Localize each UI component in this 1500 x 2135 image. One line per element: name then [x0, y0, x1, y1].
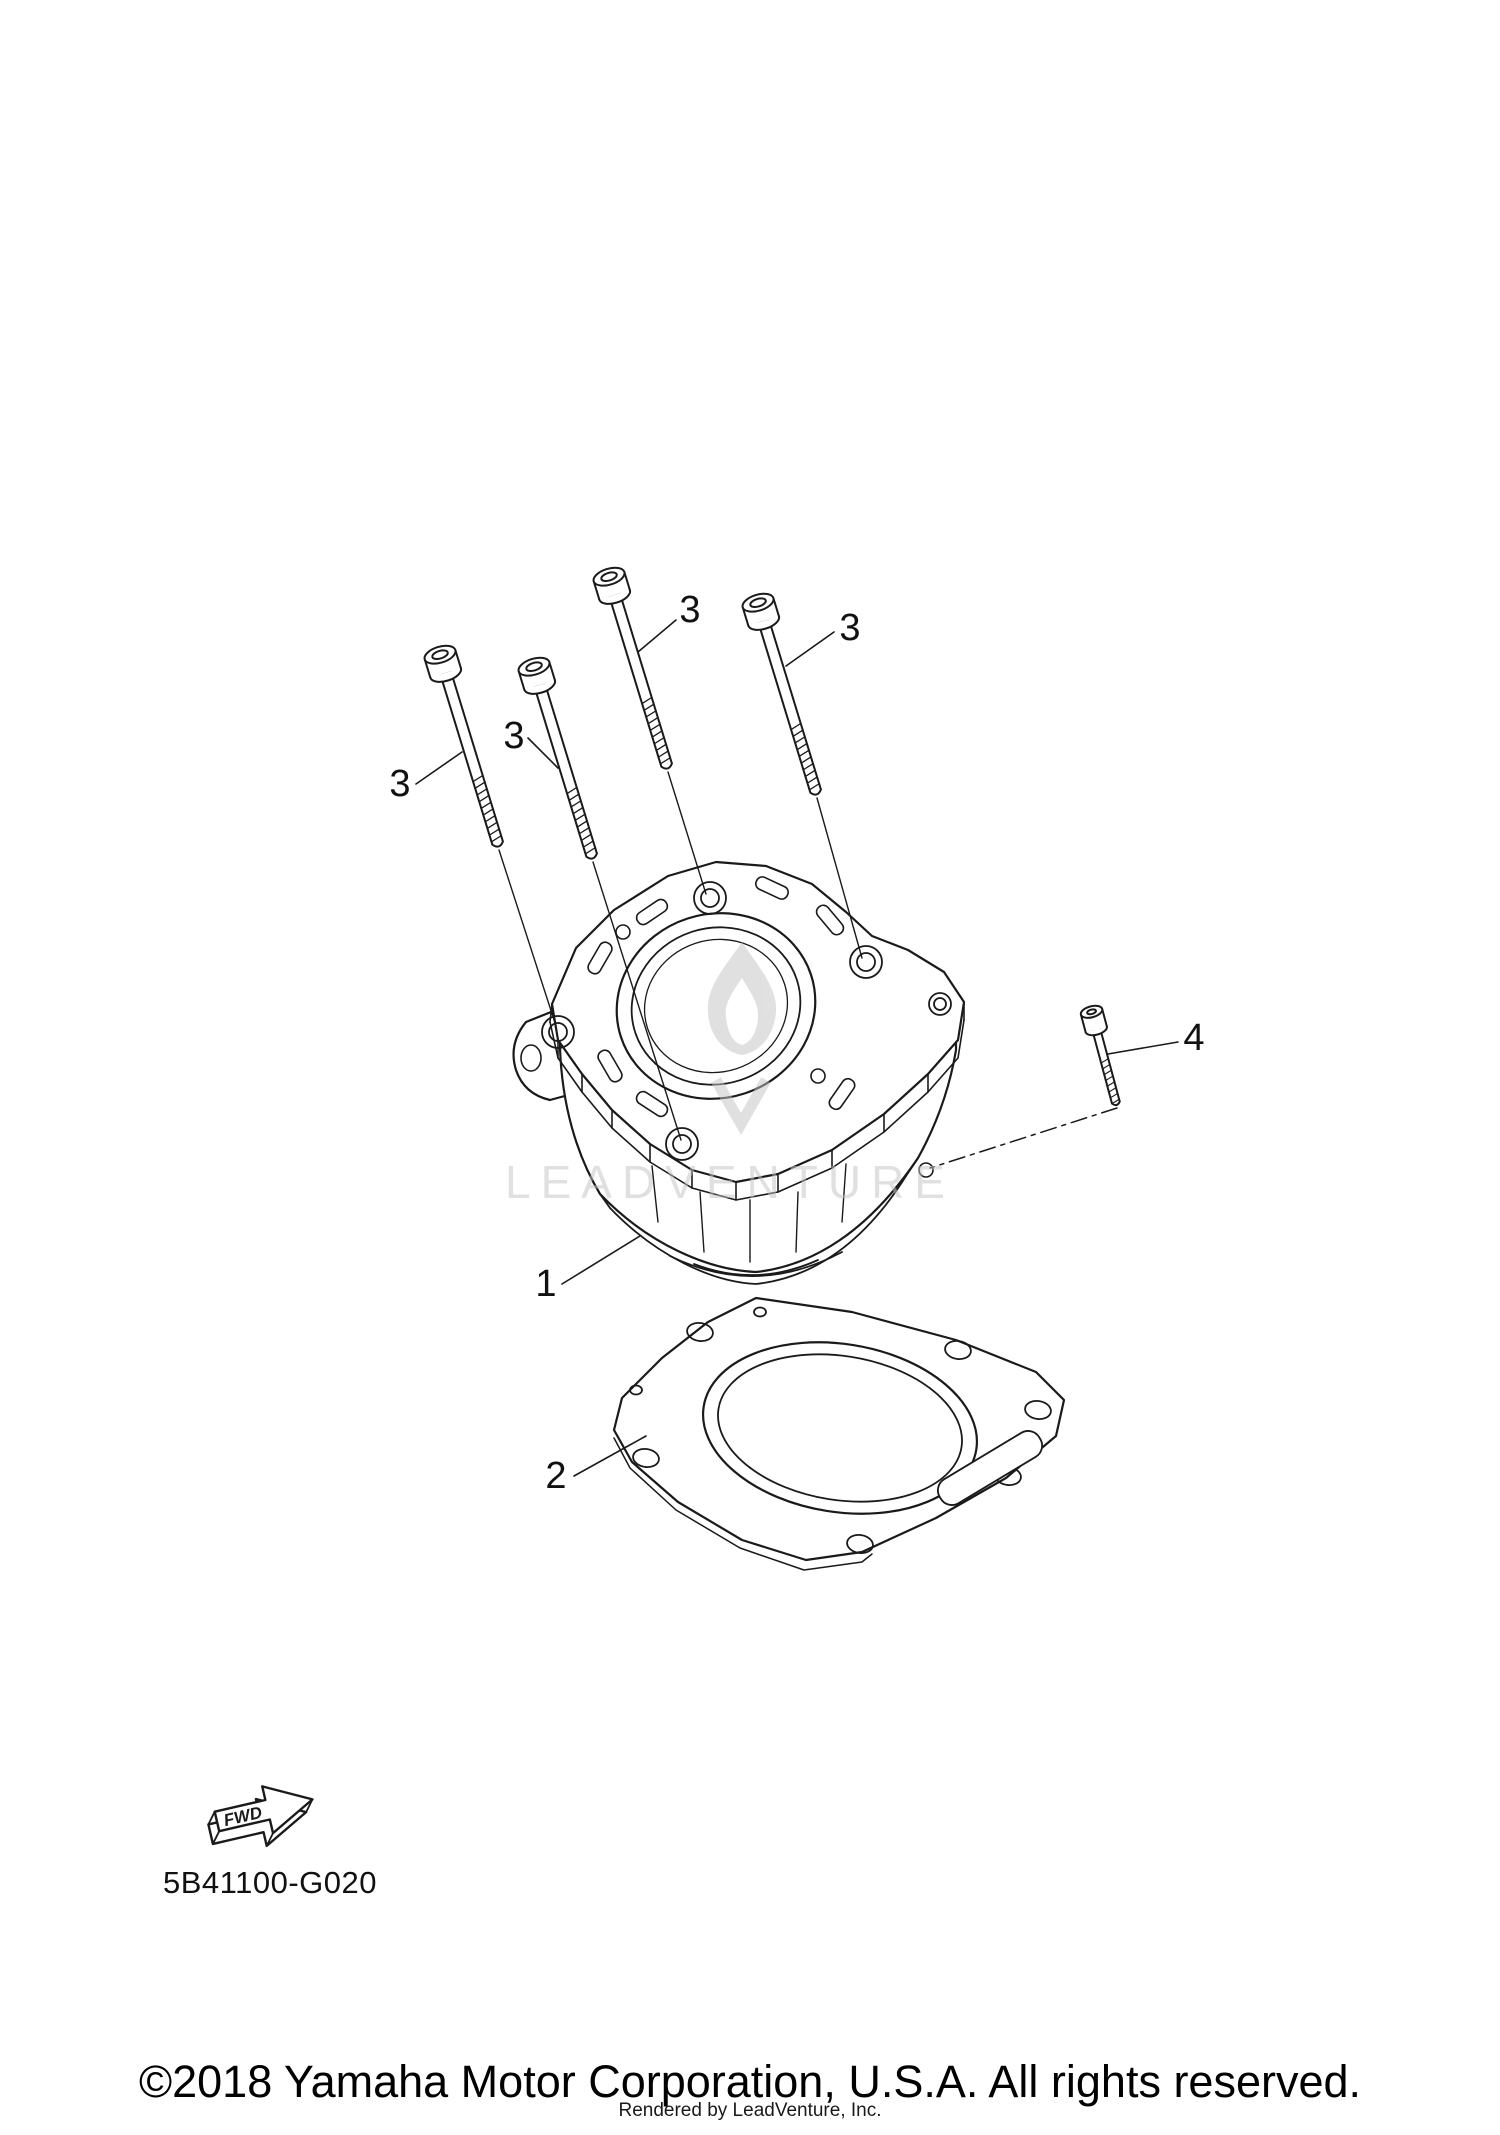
- diagram-part-code: 5B41100-G020: [163, 1865, 377, 1900]
- callout-bolt: 4: [1183, 1017, 1204, 1059]
- stud-bolt-3c: [590, 563, 684, 775]
- cylinder-base: [599, 1157, 919, 1285]
- callout-stud-a: 3: [389, 763, 410, 805]
- flame-icon-inner: [725, 978, 759, 1045]
- cylinder-ribs: [651, 1163, 847, 1263]
- render-credit-text: Rendered by LeadVenture, Inc.: [618, 2100, 882, 2121]
- gasket-bore: [701, 1341, 979, 1515]
- stud-bolt-3d: [739, 589, 833, 801]
- gasket-cam-slot: [937, 1430, 1043, 1506]
- bolt-part-4: [1078, 1002, 1129, 1109]
- fwd-arrow: FWD: [207, 1785, 314, 1848]
- stud-holes: [541, 881, 952, 1161]
- stud-bolt-3a: [421, 641, 515, 853]
- cylinder-flange-edge: [549, 1001, 965, 1201]
- cylinder-part: [512, 860, 966, 1285]
- bolt-centerline: [929, 1107, 1118, 1169]
- callout-stud-d: 3: [839, 607, 860, 649]
- gasket-part: [612, 1296, 1066, 1571]
- dowel-holes: [615, 924, 934, 1178]
- stud-projection-lines: [498, 771, 863, 1141]
- copyright-text: ©2018 Yamaha Motor Corporation, U.S.A. A…: [138, 2056, 1362, 2107]
- watermark-v-mark: [711, 1077, 771, 1136]
- callout-gasket: 2: [545, 1455, 566, 1497]
- cylinder-bore: [615, 912, 817, 1100]
- gasket-outline: [612, 1296, 1066, 1562]
- flange-slots: [587, 876, 856, 1118]
- callout-leaders: [415, 619, 1179, 1477]
- watermark-logo-text: LEADVENTURE: [505, 1156, 955, 1208]
- callout-cylinder: 1: [535, 1263, 556, 1305]
- fwd-arrow-face: [213, 1785, 314, 1835]
- stud-bolt-3b: [515, 653, 609, 865]
- gasket-edge: [613, 1437, 873, 1571]
- callout-stud-b: 3: [503, 715, 524, 757]
- leadventure-watermark: LEADVENTURE: [505, 942, 955, 1208]
- callout-stud-c: 3: [679, 589, 700, 631]
